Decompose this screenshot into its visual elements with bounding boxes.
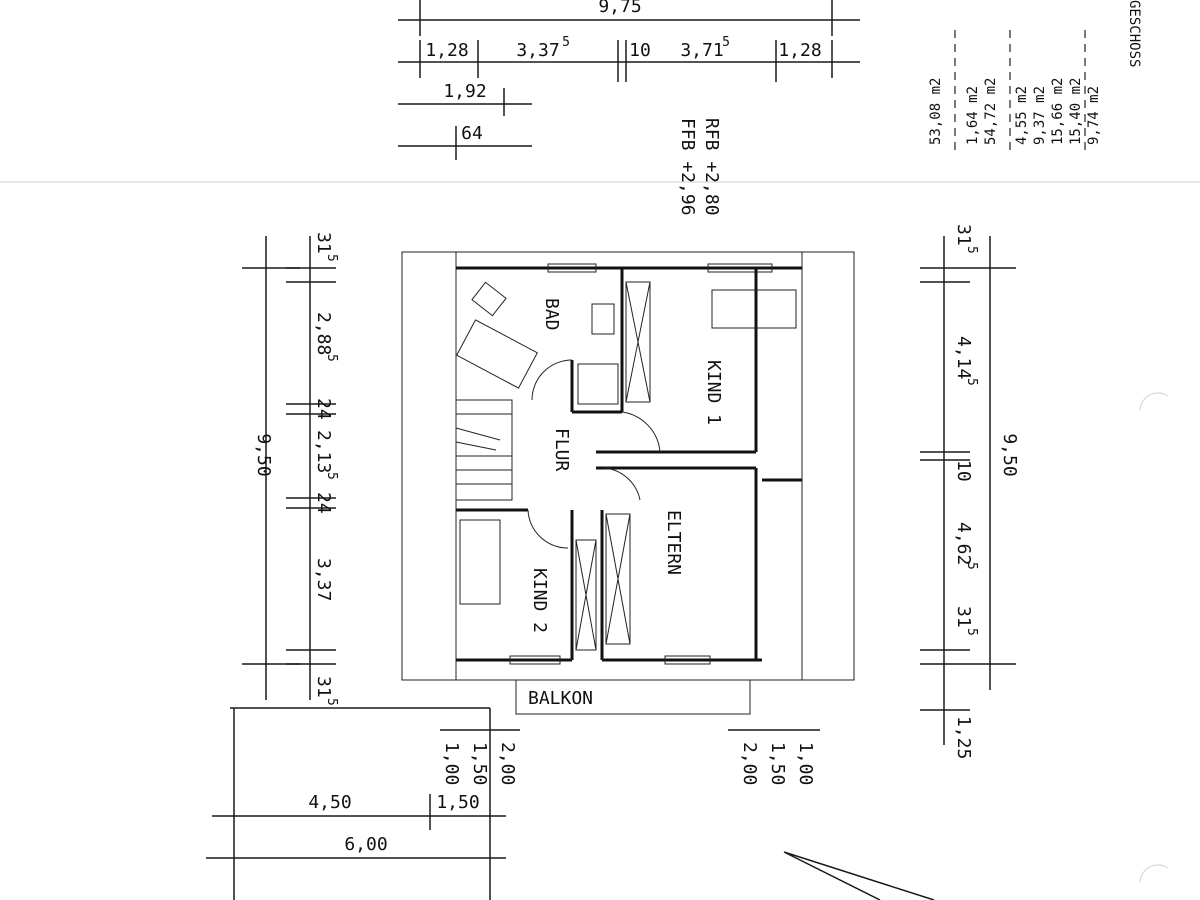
left-top-dim: 31 xyxy=(313,232,334,254)
bottom-left-dim-2: 1,50 xyxy=(469,742,490,785)
area-value-2: 15,40 m2 xyxy=(1068,78,1084,145)
bottom-width-2: 1,50 xyxy=(436,792,479,813)
washbasin xyxy=(591,303,615,335)
bed-kind2 xyxy=(459,519,501,605)
top-row-seg-2-sup: 5 xyxy=(562,35,570,50)
roof-outline xyxy=(401,251,855,681)
right-wall: 10 xyxy=(953,460,974,482)
top-row-seg-4-sup: 5 xyxy=(722,35,730,50)
top-width-label: 9,75 xyxy=(598,0,641,17)
area-heading: GESCHOSS xyxy=(1126,0,1142,67)
building xyxy=(401,251,855,715)
bottom-left-dim-1: 1,00 xyxy=(441,742,462,785)
left-seg-2: 2,13 xyxy=(313,430,334,473)
closet-kind1 xyxy=(625,281,651,403)
closet-kind2 xyxy=(575,539,597,651)
window-eltern xyxy=(664,655,711,665)
left-seg-1: 2,88 xyxy=(313,312,334,355)
top-row-seg-2: 3,37 xyxy=(516,40,559,61)
sub-dim-192: 1,92 xyxy=(443,81,486,102)
right-seg-1-sup: 5 xyxy=(964,378,979,386)
balcony-outline xyxy=(515,679,751,715)
right-balcony-dim: 1,25 xyxy=(953,716,974,759)
area-value-5: 4,55 m2 xyxy=(1014,86,1030,145)
room-kind2: KIND 2 xyxy=(529,568,550,633)
left-seg-2-sup: 5 xyxy=(324,472,339,480)
area-value-7: 1,64 m2 xyxy=(965,86,981,145)
right-top-dim-sup: 5 xyxy=(964,246,979,254)
area-value-8: 53,08 m2 xyxy=(928,78,944,145)
right-dimension-chain: 9,50 31 5 4,14 5 10 4,62 5 31 5 1,25 xyxy=(920,224,1020,759)
area-value-1: 9,74 m2 xyxy=(1086,86,1102,145)
area-value-6: 54,72 m2 xyxy=(983,78,999,145)
right-bottom-dim-sup: 5 xyxy=(964,628,979,636)
left-total: 9,50 xyxy=(253,433,274,476)
right-bottom-dim: 31 xyxy=(953,606,974,628)
punch-hole-icon xyxy=(1139,864,1169,883)
left-wall-1: 24 xyxy=(313,398,334,420)
shower xyxy=(577,363,619,405)
bottom-width-1: 4,50 xyxy=(308,792,351,813)
left-seg-3: 3,37 xyxy=(313,558,334,601)
window-bad xyxy=(547,263,597,273)
area-value-3: 15,66 m2 xyxy=(1050,78,1066,145)
top-dimension-chain: 9,75 1,28 3,37 5 10 3,71 5 1,28 1,92 64 xyxy=(398,0,860,160)
room-eltern: ELTERN xyxy=(663,510,684,575)
bathtub xyxy=(456,319,538,389)
left-dimension-chain: 9,50 31 5 2,88 5 24 2,13 5 24 3,37 31 5 xyxy=(242,232,339,706)
room-bad: BAD xyxy=(541,298,562,331)
sub-dim-64: 64 xyxy=(461,123,483,144)
bottom-total-width: 6,00 xyxy=(344,834,387,855)
top-row-seg-5: 1,28 xyxy=(778,40,821,61)
bottom-left-dim-3: 2,00 xyxy=(497,742,518,785)
right-top-dim: 31 xyxy=(953,224,974,246)
left-bottom-dim: 31 xyxy=(313,676,334,698)
staircase xyxy=(455,399,513,501)
ffb-level-label: FFB +2,96 xyxy=(677,118,698,216)
left-seg-1-sup: 5 xyxy=(324,354,339,362)
room-flur: FLUR xyxy=(551,428,572,472)
left-bottom-dim-sup: 5 xyxy=(324,698,339,706)
bottom-right-dim-1: 2,00 xyxy=(739,742,760,785)
toilet xyxy=(471,281,507,317)
left-top-dim-sup: 5 xyxy=(324,254,339,262)
bed-kind1 xyxy=(711,289,797,329)
right-seg-1: 4,14 xyxy=(953,336,974,379)
right-total: 9,50 xyxy=(999,433,1020,476)
bottom-right-dim-2: 1,50 xyxy=(767,742,788,785)
room-kind1: KIND 1 xyxy=(703,360,724,425)
left-wall-2: 24 xyxy=(313,492,334,514)
north-arrow-icon xyxy=(783,851,935,900)
rfb-level-label: RFB +2,80 xyxy=(701,118,722,216)
bottom-right-dim-3: 1,00 xyxy=(795,742,816,785)
right-seg-2-sup: 5 xyxy=(964,562,979,570)
punch-hole-icon xyxy=(1139,392,1169,411)
top-row-seg-1: 1,28 xyxy=(425,40,468,61)
window-kind2 xyxy=(509,655,561,665)
top-row-seg-3: 10 xyxy=(629,40,651,61)
bottom-dimensions: 1,00 1,50 2,00 2,00 1,50 1,00 4,50 1,50 … xyxy=(206,707,820,900)
room-balkon: BALKON xyxy=(528,688,593,709)
area-table: GESCHOSS 9,74 m2 15,40 m2 15,66 m2 9,37 … xyxy=(928,0,1142,150)
right-seg-2: 4,62 xyxy=(953,522,974,565)
closet-eltern xyxy=(605,513,631,645)
window-kind1 xyxy=(707,263,773,273)
top-row-seg-4: 3,71 xyxy=(680,40,723,61)
area-value-4: 9,37 m2 xyxy=(1032,86,1048,145)
